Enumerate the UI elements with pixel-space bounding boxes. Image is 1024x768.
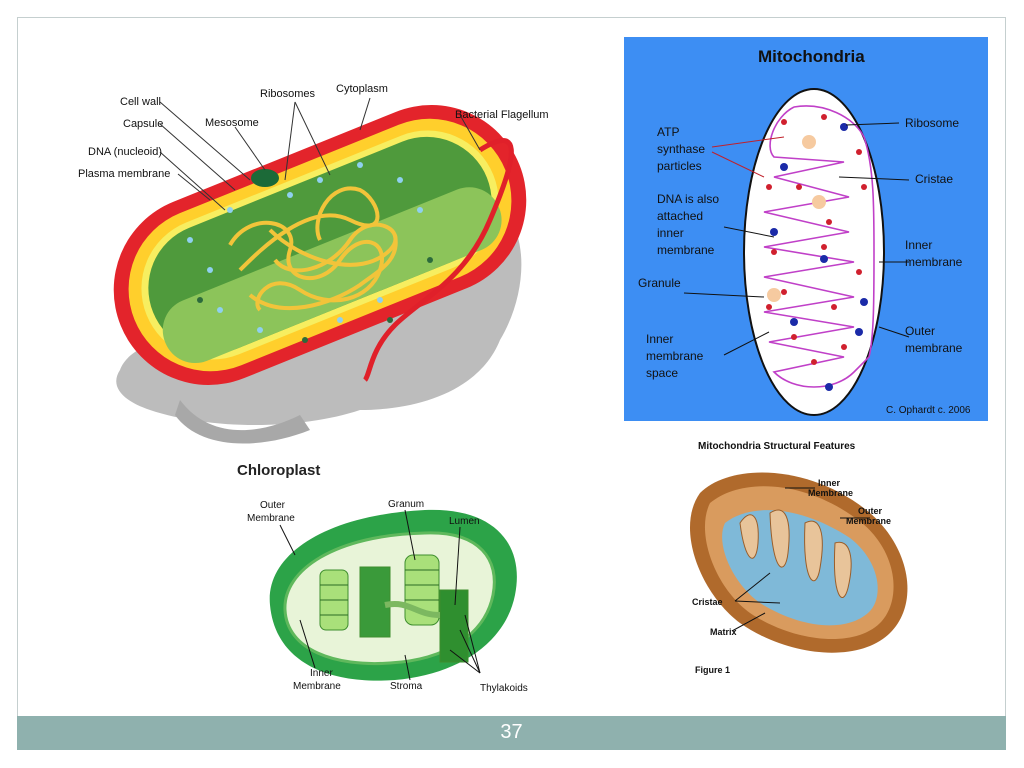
- label-dna-3: inner: [657, 226, 684, 240]
- mitochondria-diagram: Mitochondria ATP synthase particles DNA …: [624, 37, 988, 421]
- label-outer-2: Membrane: [846, 516, 891, 526]
- label-inner-1: Inner: [310, 668, 333, 679]
- label-cell-wall: Cell wall: [120, 96, 161, 108]
- label-inner-1: Inner: [905, 238, 932, 252]
- label-flagellum: Bacterial Flagellum: [455, 109, 549, 121]
- label-atp-2: synthase: [657, 142, 705, 156]
- label-ims-3: space: [646, 366, 678, 380]
- label-outer-1: Outer: [858, 506, 883, 516]
- label-inner-2: Membrane: [808, 488, 853, 498]
- matrix-3d: [722, 510, 878, 626]
- label-dna-4: membrane: [657, 243, 715, 257]
- ribosome-dots-red: [766, 114, 867, 365]
- ribosome-dots: [187, 162, 423, 333]
- label-dna-2: attached: [657, 209, 703, 223]
- mitochondria-structural-diagram: Mitochondria Structural Features Inner M…: [689, 441, 908, 675]
- label-outer-1: Outer: [905, 324, 935, 338]
- label-outer-2: membrane: [905, 341, 963, 355]
- cristae-3d: [739, 509, 852, 598]
- inner-membrane-cristae: [763, 105, 875, 388]
- outer-membrane: [743, 88, 885, 416]
- chloroplast-diagram: Chloroplast Outer Membrane Granum Lumen …: [237, 462, 528, 694]
- label-cristae: Cristae: [915, 172, 953, 186]
- label-ims-1: Inner: [646, 332, 673, 346]
- label-atp-3: particles: [657, 159, 702, 173]
- label-outer-1: Outer: [260, 500, 286, 511]
- mitochondria-title: Mitochondria: [758, 47, 865, 66]
- label-matrix: Matrix: [710, 627, 737, 637]
- flagellum: [362, 138, 514, 382]
- page-number: 37: [500, 721, 523, 743]
- label-granum: Granum: [388, 499, 424, 510]
- label-outer-2: Membrane: [247, 513, 295, 524]
- label-cytoplasm: Cytoplasm: [336, 83, 388, 95]
- bacterial-cell-diagram: Cell wall Capsule DNA (nucleoid) Plasma …: [78, 83, 549, 444]
- slide-footer: 37: [17, 716, 1006, 750]
- label-dna-nucleoid: DNA (nucleoid): [88, 146, 162, 158]
- label-lumen: Lumen: [449, 516, 480, 527]
- granules: [767, 135, 826, 302]
- label-mesosome: Mesosome: [205, 117, 259, 129]
- label-ribosomes: Ribosomes: [260, 88, 316, 100]
- mesosome: [251, 169, 279, 187]
- label-granule: Granule: [638, 276, 681, 290]
- label-inner-2: membrane: [905, 255, 963, 269]
- label-cristae: Cristae: [692, 597, 723, 607]
- label-plasma-membrane: Plasma membrane: [78, 168, 170, 180]
- structural-title: Mitochondria Structural Features: [698, 441, 856, 452]
- label-dna-1: DNA is also: [657, 192, 719, 206]
- chloroplast-title: Chloroplast: [237, 462, 320, 479]
- credit-text: C. Ophardt c. 2006: [886, 405, 971, 416]
- label-ribosome: Ribosome: [905, 116, 959, 130]
- label-stroma: Stroma: [390, 681, 423, 692]
- label-atp-1: ATP: [657, 125, 679, 139]
- label-inner-2: Membrane: [293, 681, 341, 692]
- figure-caption: Figure 1: [695, 665, 730, 675]
- label-thylakoids: Thylakoids: [480, 683, 528, 694]
- label-inner-1: Inner: [818, 478, 841, 488]
- dna-nucleoid: [228, 186, 398, 312]
- label-capsule: Capsule: [123, 118, 163, 130]
- stroma-lamella: [384, 601, 441, 618]
- label-ims-2: membrane: [646, 349, 704, 363]
